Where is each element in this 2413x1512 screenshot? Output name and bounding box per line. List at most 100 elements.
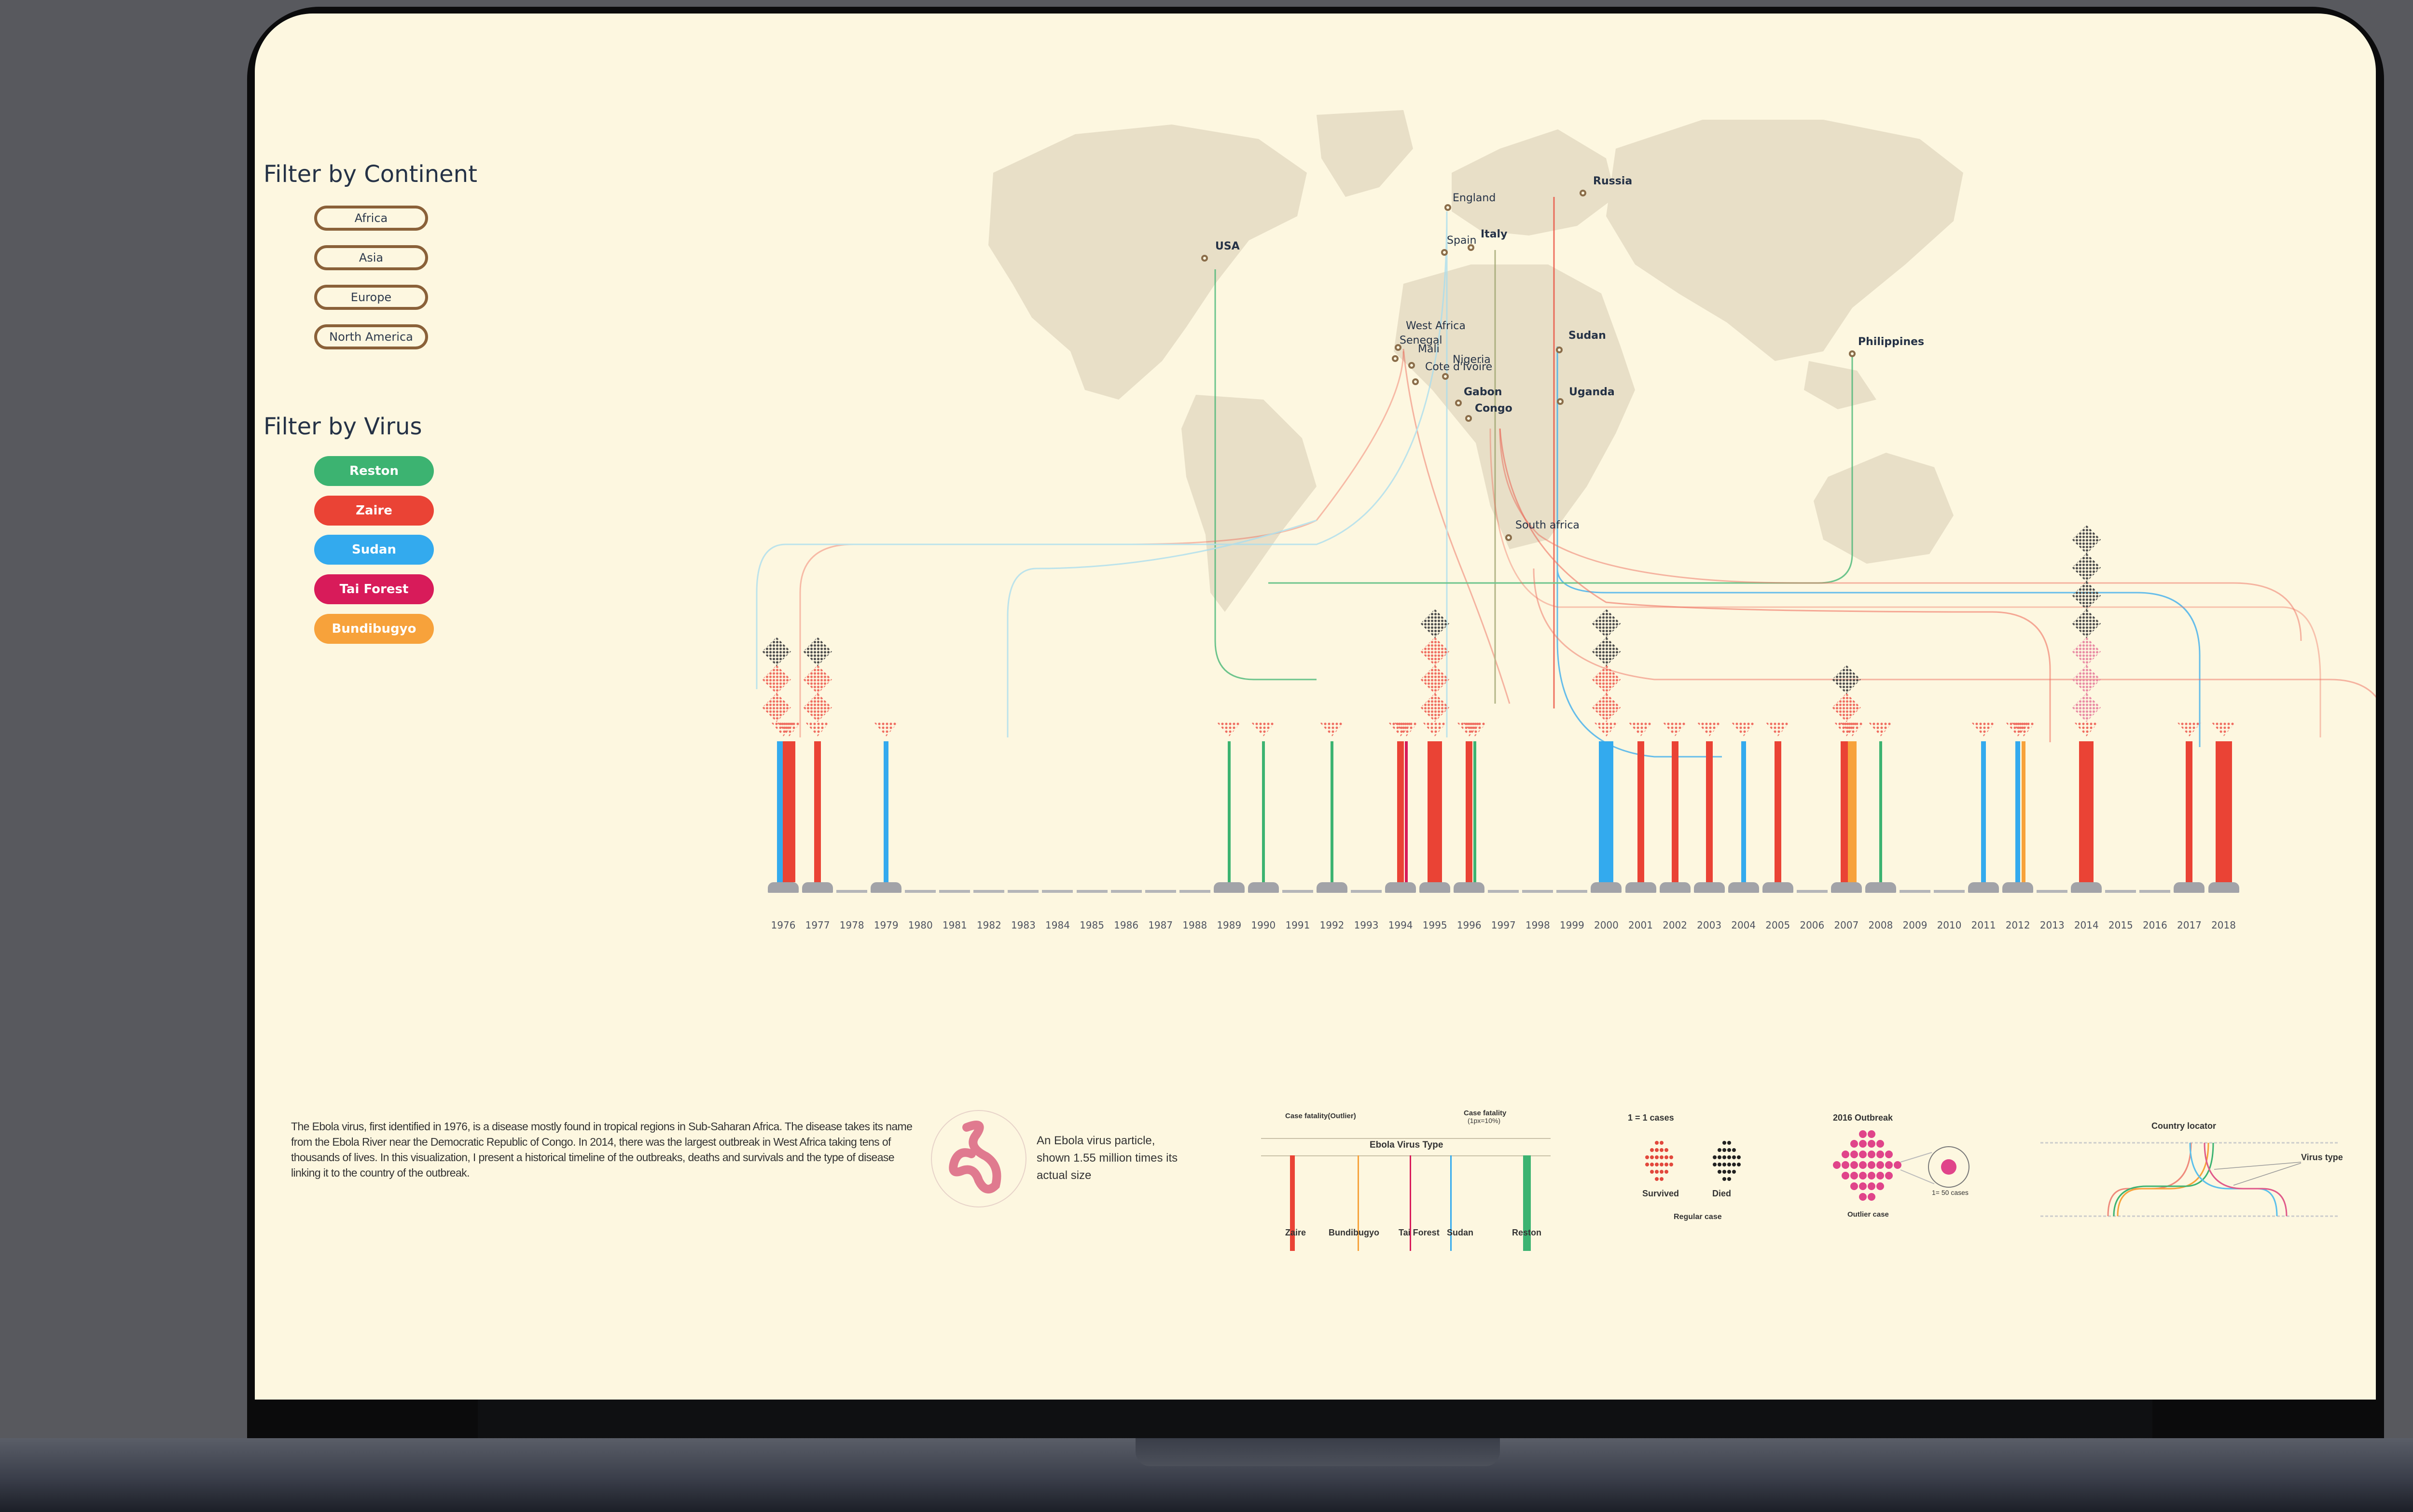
location-label-italy: Italy [1481,228,1508,240]
outbreak-bar-zaire[interactable] [2215,741,2232,882]
year-empty-marker [2139,890,2171,893]
year-outbreak-marker[interactable] [2208,882,2239,893]
year-outbreak-marker[interactable] [1831,882,1862,893]
location-marker-nigeria[interactable] [1442,373,1449,380]
location-marker-cote-divoire[interactable] [1412,378,1419,385]
year-outbreak-marker[interactable] [802,882,833,893]
year-outbreak-marker[interactable] [1454,882,1485,893]
year-outbreak-marker[interactable] [2174,882,2205,893]
outbreak-bar-zaire[interactable] [2079,741,2094,882]
filter-europe-button[interactable]: Europe [314,285,428,310]
location-marker-sudan[interactable] [1556,347,1563,353]
year-label: 1984 [1045,919,1070,931]
outbreak-bar-reston[interactable] [1473,741,1477,882]
outlier-scale-label: 1= 50 cases [1932,1189,1969,1196]
year-empty-marker [1934,890,1965,893]
survived-label: Survived [1642,1189,1679,1198]
year-label: 1997 [1491,919,1516,931]
year-outbreak-marker[interactable] [1865,882,1896,893]
year-outbreak-marker[interactable] [1659,882,1691,893]
outbreak-bar-bundibugyo[interactable] [1847,741,1857,882]
location-marker-spain[interactable] [1441,249,1448,256]
outbreak-bar-bundibugyo[interactable] [2022,741,2026,882]
case-dots-cluster [2074,722,2099,736]
year-outbreak-marker[interactable] [1591,882,1622,893]
outbreak-bar-zaire[interactable] [783,741,795,882]
outbreak-bar-zaire[interactable] [1466,741,1473,882]
outbreak-bar-zaire[interactable] [1637,741,1644,882]
filter-africa-button[interactable]: Africa [314,206,428,231]
year-empty-marker [1076,890,1108,893]
year-outbreak-marker[interactable] [1385,882,1416,893]
location-label-russia: Russia [1593,175,1633,187]
outbreak-bar-reston[interactable] [1227,741,1231,882]
year-outbreak-marker[interactable] [1625,882,1656,893]
filter-bundibugyo-button[interactable]: Bundibugyo [314,614,434,644]
outbreak-bar-zaire[interactable] [1706,741,1713,882]
outbreak-bar-sudan[interactable] [2015,741,2021,882]
outbreak-bar-sudan[interactable] [1599,741,1614,882]
location-marker-west-africa[interactable] [1395,344,1401,351]
outbreak-bar-zaire[interactable] [1397,741,1404,882]
outbreak-bar-reston[interactable] [1879,741,1882,882]
case-dots-cluster [1250,722,1276,736]
outlier-dots [1833,1130,1969,1201]
case-dots-cluster [1971,722,1997,736]
virus-filter-title: Filter by Virus [263,413,422,440]
location-marker-italy[interactable] [1468,244,1474,251]
outbreak-bar-reston[interactable] [1330,741,1333,882]
year-outbreak-marker[interactable] [1762,882,1793,893]
year-outbreak-marker[interactable] [1728,882,1759,893]
location-marker-gabon[interactable] [1455,400,1462,406]
location-marker-philippines[interactable] [1849,350,1856,357]
location-marker-uganda[interactable] [1557,398,1564,405]
outbreak-bar-zaire[interactable] [2186,741,2193,882]
case-fatality-outlier-label: Case fatality(Outlier) [1285,1112,1356,1120]
year-outbreak-marker[interactable] [871,882,902,893]
outbreak-bar-zaire[interactable] [1774,741,1781,882]
filter-zaire-button[interactable]: Zaire [314,496,434,526]
case-fatality-label: Case fatality [1464,1109,1507,1117]
outbreak-bar-zaire[interactable] [1671,741,1678,882]
year-outbreak-marker[interactable] [1968,882,1999,893]
year-outbreak-marker[interactable] [1213,882,1245,893]
year-label: 1981 [942,919,967,931]
location-marker-mali[interactable] [1408,362,1415,369]
year-outbreak-marker[interactable] [1419,882,1451,893]
location-marker-england[interactable] [1444,204,1451,211]
outbreak-bar-sudan[interactable] [1981,741,1986,882]
filter-north-america-button[interactable]: North America [314,324,428,349]
year-label: 1995 [1422,919,1447,931]
location-marker-senegal[interactable] [1392,355,1399,362]
filter-sudan-button[interactable]: Sudan [314,535,434,565]
year-outbreak-marker[interactable] [2071,882,2102,893]
filter-asia-button[interactable]: Asia [314,245,428,270]
case-dots-cluster [805,722,831,736]
outbreak-bar-sudan[interactable] [1741,741,1746,882]
location-marker-usa[interactable] [1201,255,1208,262]
outbreak-bar-zaire[interactable] [1428,741,1442,882]
year-empty-marker [2037,890,2068,893]
year-label: 2012 [2005,919,2030,931]
year-outbreak-marker[interactable] [1248,882,1279,893]
year-label: 2008 [1868,919,1893,931]
outbreak-bar-tai-forest[interactable] [1405,741,1408,882]
year-outbreak-marker[interactable] [1693,882,1725,893]
year-outbreak-marker[interactable] [1316,882,1347,893]
location-marker-south-africa[interactable] [1505,534,1512,541]
location-marker-russia[interactable] [1580,190,1586,196]
outbreak-bar-reston[interactable] [1262,741,1265,882]
case-dots-diamond [2072,525,2101,554]
location-marker-congo[interactable] [1465,415,1472,422]
year-outbreak-marker[interactable] [768,882,799,893]
legend-label-zaire: Zaire [1285,1228,1306,1237]
case-dots-diamond [762,693,791,722]
outlier-case-label: Outlier case [1847,1210,1889,1219]
filter-tai-forest-button[interactable]: Tai Forest [314,574,434,604]
filter-reston-button[interactable]: Reston [314,456,434,486]
outbreak-bar-sudan[interactable] [884,741,889,882]
year-outbreak-marker[interactable] [2002,882,2034,893]
location-label-west-africa: West Africa [1406,320,1466,332]
outbreak-bar-zaire[interactable] [814,741,821,882]
year-empty-marker [2105,890,2136,893]
